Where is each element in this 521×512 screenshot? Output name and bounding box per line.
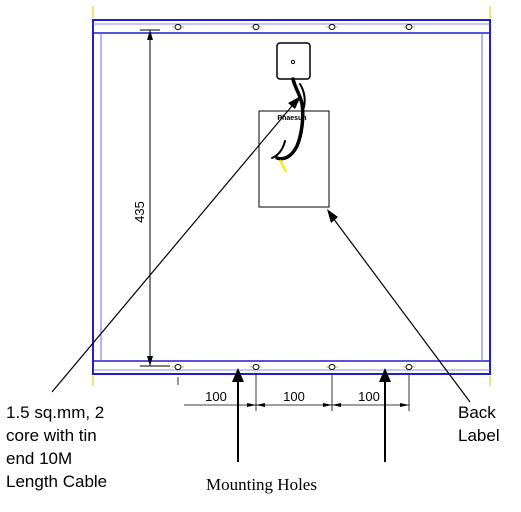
mounting-holes-top — [174, 24, 413, 30]
panel-frame — [92, 19, 491, 375]
mounting-hole — [174, 24, 182, 30]
back-label-callout-line-2: Label — [458, 426, 500, 445]
mounting-holes-callout: Mounting Holes — [206, 475, 317, 494]
mounting-hole — [405, 24, 413, 30]
mounting-hole — [328, 24, 336, 30]
cable-callout-line-2: core with tin — [6, 426, 97, 445]
mounting-hole — [174, 364, 182, 370]
cable-callout-line-1: 1.5 sq.mm, 2 — [6, 403, 104, 422]
height-dimension-value: 435 — [132, 201, 147, 223]
spacing-value-3: 100 — [358, 389, 380, 404]
corner-ticks — [92, 6, 491, 386]
cable — [271, 77, 306, 161]
mounting-hole — [328, 364, 336, 370]
cable-callout-line-3: end 10M — [6, 449, 72, 468]
back-label-brand: Phaesun — [277, 115, 306, 122]
back-label-callout-line-1: Back — [458, 403, 496, 422]
mounting-hole — [405, 364, 413, 370]
back-label-callout: Back Label — [458, 403, 501, 445]
cable-callout-line-4: Length Cable — [6, 472, 107, 491]
mounting-hole — [252, 24, 260, 30]
back-label-leader — [327, 209, 471, 403]
junction-box — [276, 42, 311, 80]
mounting-hole — [252, 364, 260, 370]
back-label-box — [258, 110, 330, 208]
spacing-value-2: 100 — [283, 389, 305, 404]
height-dimension — [140, 29, 170, 367]
cable-tin-ends — [279, 159, 287, 173]
spacing-dimensions — [177, 375, 410, 411]
cable-leader — [51, 96, 301, 393]
mounting-arrows — [232, 368, 391, 462]
mounting-holes-bottom — [174, 364, 413, 370]
cable-callout: 1.5 sq.mm, 2 core with tin end 10M Lengt… — [6, 403, 109, 491]
spacing-value-1: 100 — [205, 389, 227, 404]
